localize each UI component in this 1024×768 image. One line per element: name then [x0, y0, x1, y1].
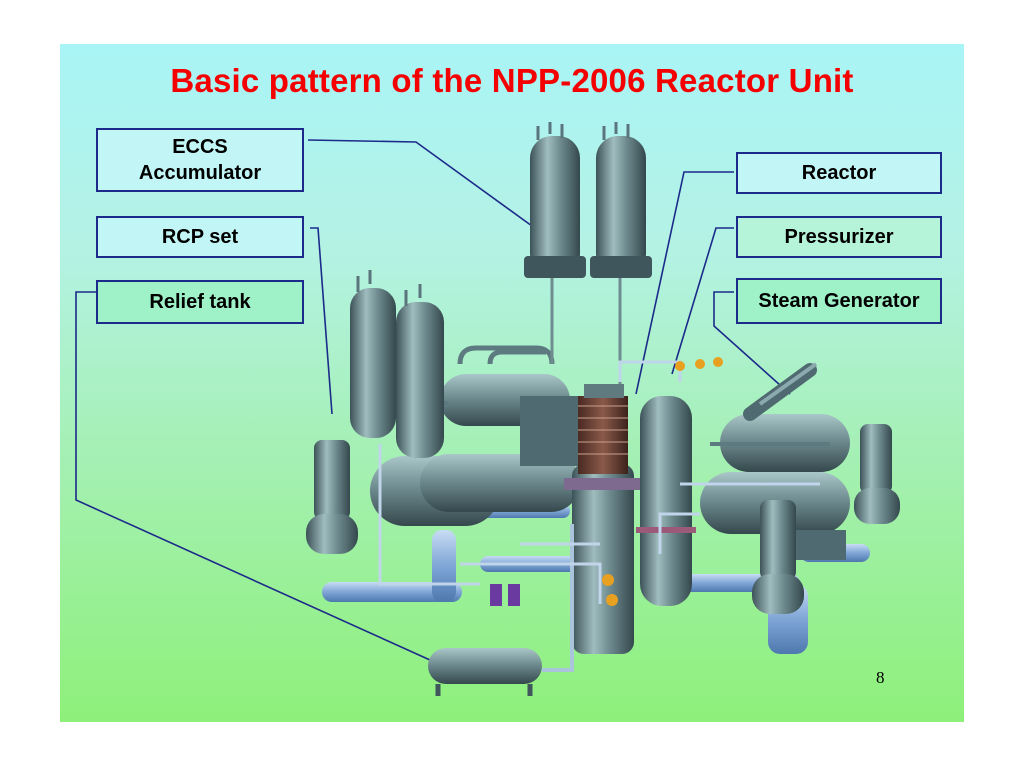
slide-title: Basic pattern of the NPP-2006 Reactor Un… [170, 62, 854, 99]
page-number: 8 [876, 668, 885, 687]
valves [490, 357, 723, 606]
leader-rcp [310, 227, 333, 415]
eccs-accumulator-tanks [524, 122, 652, 392]
reactor-vessel [564, 384, 642, 654]
leader-reactor [635, 171, 734, 395]
label-eccs-accumulator: ECCS Accumulator [96, 128, 304, 192]
auxiliary-piping [378, 360, 820, 604]
label-rcp-set: RCP set [96, 216, 304, 258]
reactor-unit-illustration [75, 122, 900, 696]
label-steam-generator: Steam Generator [736, 278, 942, 324]
leader-lines [75, 139, 791, 661]
reactor-coolant-pumps [306, 424, 900, 614]
relief-tank-vessel [428, 524, 574, 696]
bottom-margin [0, 748, 1024, 768]
pressurizer-vessel [636, 396, 696, 606]
label-pressurizer: Pressurizer [736, 216, 942, 258]
eccs-accumulator-tanks-left [350, 270, 444, 458]
leader-relief [75, 291, 431, 661]
leader-pressurizer [671, 227, 734, 375]
label-relief-tank: Relief tank [96, 280, 304, 324]
slide: Basic pattern of the NPP-2006 Reactor Un… [60, 44, 964, 722]
leader-eccs [307, 139, 533, 227]
steam-generator-left [370, 345, 580, 526]
label-reactor: Reactor [736, 152, 942, 194]
leader-steam-generator [713, 291, 791, 395]
